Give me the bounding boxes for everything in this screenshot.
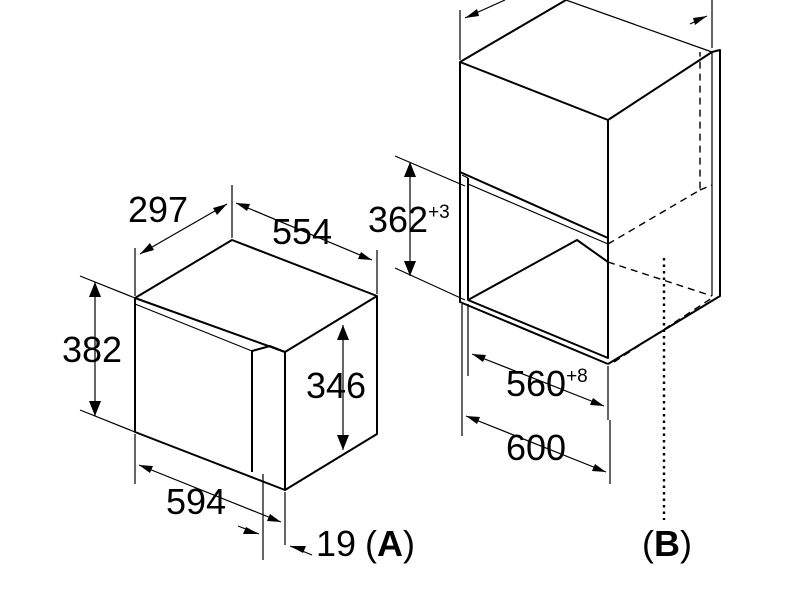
appliance-front-face bbox=[134, 298, 286, 491]
dimension-depth: 297 bbox=[128, 185, 233, 296]
dimension-front-width: 594 bbox=[134, 434, 286, 545]
cabinet-upper-top bbox=[459, 0, 713, 121]
cabinet-upper-front bbox=[459, 61, 609, 239]
niche-width-tolerance: +8 bbox=[566, 366, 588, 387]
dimension-niche-width: 560+8 bbox=[467, 304, 609, 420]
dimension-niche-height: 362+3 bbox=[368, 155, 466, 301]
cabinet-hidden-edges bbox=[607, 52, 713, 363]
dimension-depth-label: 297 bbox=[128, 189, 188, 230]
cabinet-base bbox=[459, 172, 609, 365]
panel-b-caption: (B) bbox=[642, 523, 692, 564]
panel-a-caption: (A) bbox=[365, 523, 415, 564]
dimension-front-height-label: 346 bbox=[306, 365, 366, 406]
dimension-front-height: 346 bbox=[306, 325, 366, 450]
niche-height-tolerance: +3 bbox=[428, 202, 450, 223]
dimension-cabinet-width-label: 600 bbox=[506, 427, 566, 468]
cabinet-niche-back bbox=[467, 239, 609, 301]
appliance-drawing bbox=[134, 239, 378, 491]
dimension-front-width-label: 594 bbox=[166, 481, 226, 522]
appliance-side-face bbox=[284, 296, 378, 491]
dimension-height-label: 382 bbox=[62, 329, 122, 370]
cabinet-niche-frame bbox=[467, 178, 609, 359]
cabinet-top-dimensions bbox=[459, 0, 713, 60]
dimension-cabinet-width: 600 bbox=[461, 304, 611, 484]
appliance-control-panel bbox=[251, 345, 286, 472]
panel-a-letter: A bbox=[377, 523, 403, 564]
dimension-height: 382 bbox=[62, 275, 136, 433]
dimension-width: 554 bbox=[235, 202, 378, 294]
niche-height-value: 362 bbox=[368, 199, 428, 240]
cabinet-drawing bbox=[459, 0, 721, 520]
panel-b-letter: B bbox=[654, 523, 680, 564]
dimension-door-thickness-label: 19 bbox=[316, 523, 356, 564]
dimension-door-thickness: 19 bbox=[237, 474, 356, 564]
dimension-niche-width-label: 560+8 bbox=[506, 363, 588, 404]
niche-width-value: 560 bbox=[506, 363, 566, 404]
dimension-niche-height-label: 362+3 bbox=[368, 199, 450, 240]
dimension-width-label: 554 bbox=[272, 211, 332, 252]
